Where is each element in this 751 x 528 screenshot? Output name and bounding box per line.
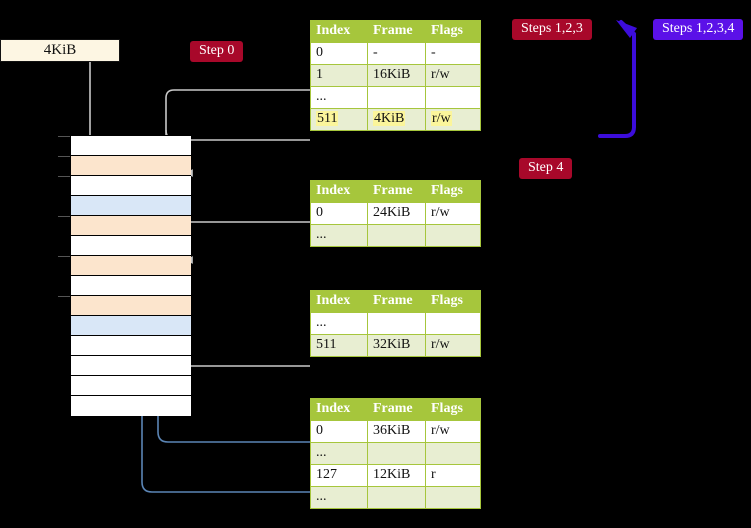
column-header-index: Index xyxy=(310,180,368,203)
memory-row xyxy=(71,276,191,296)
column-header-frame: Frame xyxy=(367,398,426,421)
table-row: 0 - - xyxy=(310,42,481,65)
cell-frame: 16KiB xyxy=(367,64,426,87)
memory-row xyxy=(71,296,191,316)
physical-memory-column xyxy=(70,135,191,416)
cell-flags-text: r/w xyxy=(431,111,452,126)
cell-index: ... xyxy=(310,224,368,247)
memory-row xyxy=(71,216,191,236)
cell-frame: 4KiB xyxy=(367,108,426,131)
badge-step-0: Step 0 xyxy=(190,41,244,63)
cell-flags xyxy=(425,224,481,247)
page-table-level1: Index Frame Flags 0 24KiB r/w ... xyxy=(310,180,481,247)
memory-tick xyxy=(58,256,70,257)
table-header-row: Index Frame Flags xyxy=(310,290,481,313)
cell-flags: r/w xyxy=(425,202,481,225)
table-row: ... xyxy=(310,486,481,509)
memory-tick xyxy=(58,176,70,177)
cell-flags xyxy=(425,442,481,465)
cell-index: ... xyxy=(310,86,368,109)
cell-frame-text: 4KiB xyxy=(373,111,406,126)
cell-flags: r/w xyxy=(425,420,481,443)
badge-steps-1234: Steps 1,2,3,4 xyxy=(653,19,744,41)
column-header-index: Index xyxy=(310,290,368,313)
table-header-row: Index Frame Flags xyxy=(310,398,481,421)
cell-flags xyxy=(425,86,481,109)
memory-row xyxy=(71,196,191,216)
column-header-flags: Flags xyxy=(425,20,481,43)
table-row: ... xyxy=(310,442,481,465)
table-header-row: Index Frame Flags xyxy=(310,20,481,43)
column-header-index: Index xyxy=(310,20,368,43)
cell-flags: r xyxy=(425,464,481,487)
memory-row xyxy=(71,376,191,396)
table-row: ... xyxy=(310,224,481,247)
memory-block-4kib: 4KiB xyxy=(0,39,120,62)
table-row: 1 16KiB r/w xyxy=(310,64,481,87)
cell-flags xyxy=(425,312,481,335)
memory-row xyxy=(71,256,191,276)
cell-index: 0 xyxy=(310,420,368,443)
memory-row xyxy=(71,176,191,196)
cell-frame xyxy=(367,86,426,109)
memory-tick xyxy=(58,216,70,217)
cell-frame: 24KiB xyxy=(367,202,426,225)
cell-index: 127 xyxy=(310,464,368,487)
column-header-flags: Flags xyxy=(425,398,481,421)
cell-frame xyxy=(367,442,426,465)
wire-steps1234-return xyxy=(598,20,637,138)
column-header-flags: Flags xyxy=(425,180,481,203)
cell-flags xyxy=(425,486,481,509)
table-row: ... xyxy=(310,312,481,335)
cell-frame: 36KiB xyxy=(367,420,426,443)
memory-tick xyxy=(58,296,70,297)
memory-tick xyxy=(58,156,70,157)
cell-index: 0 xyxy=(310,202,368,225)
cell-index: 511 xyxy=(310,334,368,357)
cell-index: 0 xyxy=(310,42,368,65)
cell-frame xyxy=(367,312,426,335)
table-row: 127 12KiB r xyxy=(310,464,481,487)
column-header-frame: Frame xyxy=(367,290,426,313)
cell-index: 511 xyxy=(310,108,368,131)
memory-row xyxy=(71,136,191,156)
column-header-frame: Frame xyxy=(367,180,426,203)
memory-row xyxy=(71,316,191,336)
cell-index: 1 xyxy=(310,64,368,87)
cell-flags: r/w xyxy=(425,334,481,357)
badge-steps-123: Steps 1,2,3 xyxy=(512,19,592,41)
column-header-index: Index xyxy=(310,398,368,421)
page-table-level0: Index Frame Flags 0 - - 1 16KiB r/w ... xyxy=(310,20,481,131)
column-header-frame: Frame xyxy=(367,20,426,43)
cell-frame: 32KiB xyxy=(367,334,426,357)
table-row: 0 24KiB r/w xyxy=(310,202,481,225)
column-header-flags: Flags xyxy=(425,290,481,313)
badge-step-4: Step 4 xyxy=(519,158,573,180)
page-table-level2: Index Frame Flags ... 511 32KiB r/w xyxy=(310,290,481,357)
table-row: 0 36KiB r/w xyxy=(310,420,481,443)
table-row: ... xyxy=(310,86,481,109)
cell-frame: - xyxy=(367,42,426,65)
cell-flags: r/w xyxy=(425,64,481,87)
memory-row xyxy=(71,356,191,376)
cell-index-text: 511 xyxy=(316,111,339,126)
cell-index: ... xyxy=(310,442,368,465)
page-table-level3: Index Frame Flags 0 36KiB r/w ... 127 12… xyxy=(310,398,481,509)
memory-row xyxy=(71,396,191,416)
cell-frame: 12KiB xyxy=(367,464,426,487)
memory-row xyxy=(71,336,191,356)
cell-index: ... xyxy=(310,486,368,509)
memory-row xyxy=(71,236,191,256)
table-header-row: Index Frame Flags xyxy=(310,180,481,203)
cell-frame xyxy=(367,224,426,247)
cell-flags: - xyxy=(425,42,481,65)
memory-row xyxy=(71,156,191,176)
cell-frame xyxy=(367,486,426,509)
cell-flags: r/w xyxy=(425,108,481,131)
table-row-highlighted: 511 4KiB r/w xyxy=(310,108,481,131)
cell-index: ... xyxy=(310,312,368,335)
memory-tick xyxy=(58,136,70,137)
table-row: 511 32KiB r/w xyxy=(310,334,481,357)
